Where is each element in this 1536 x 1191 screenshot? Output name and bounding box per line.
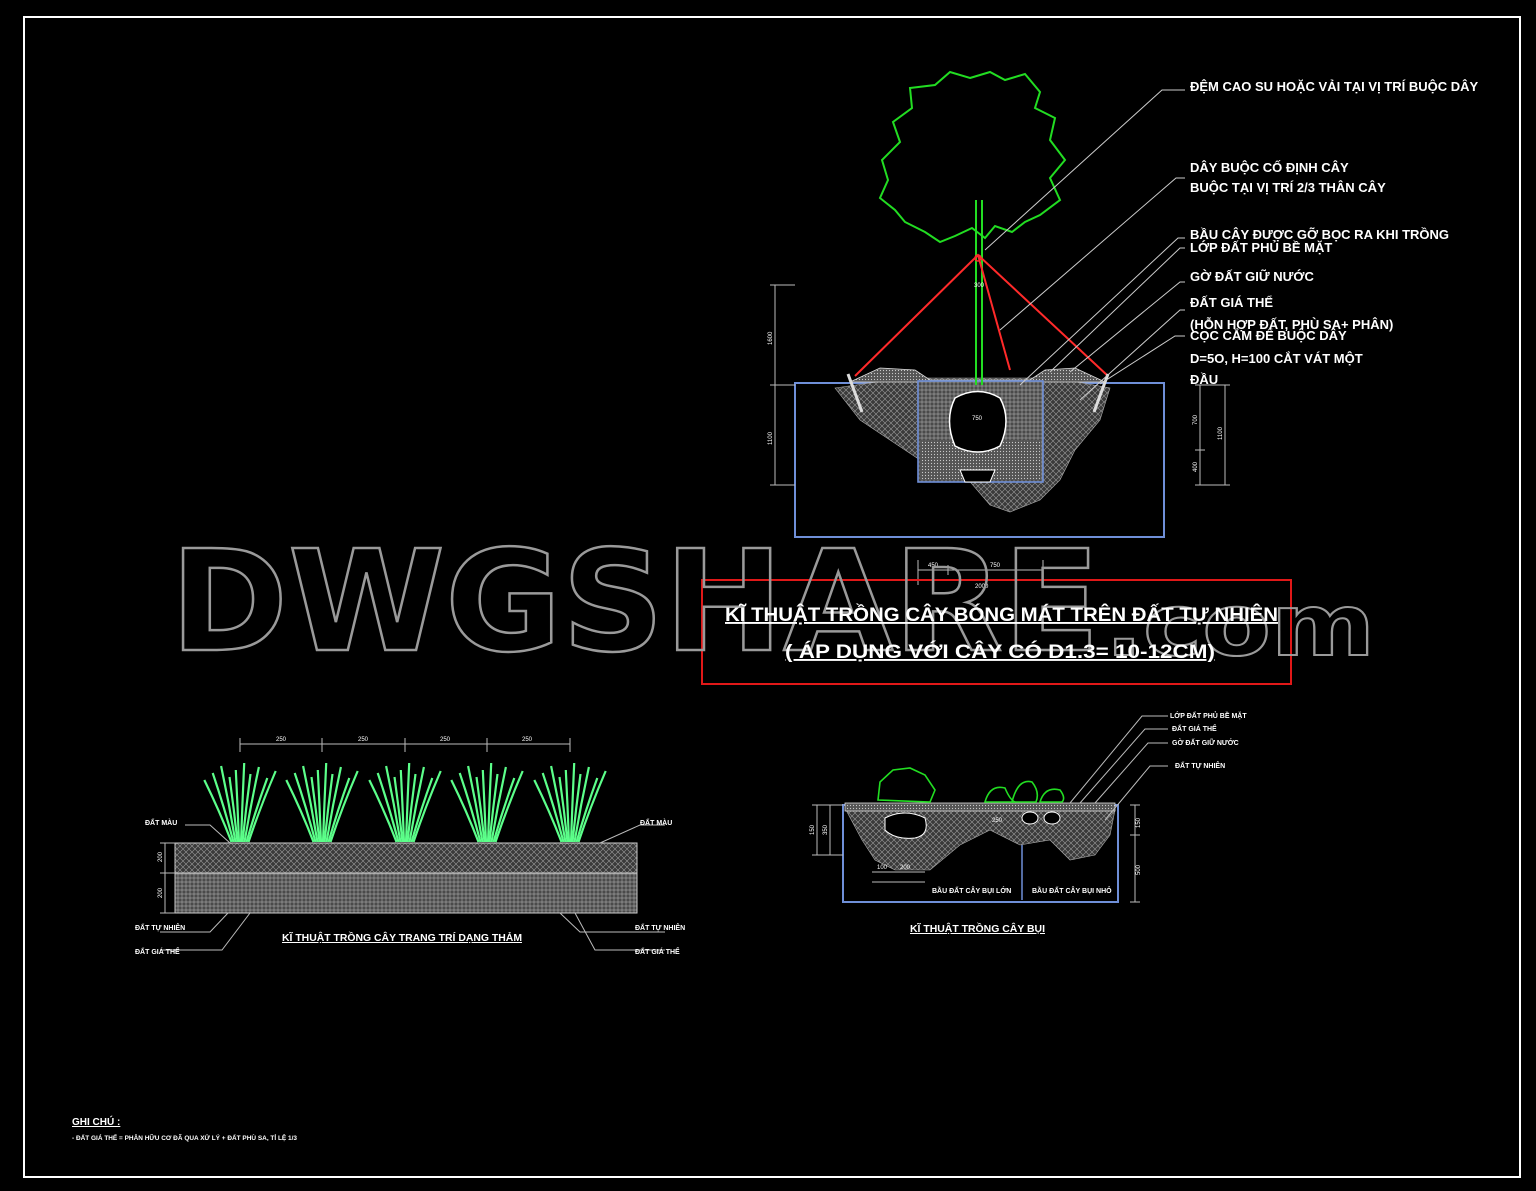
trunk-dim: 300: [974, 283, 985, 289]
carpet-label-right-b2: ĐẤT GIÁ THỂ: [635, 946, 680, 956]
shrub-label-ridge: GỜ ĐẤT GIỮ NƯỚC: [1172, 737, 1239, 747]
tree-planting-detail: 300 750 ĐỆM CAO SU HOẶC VẢI TẠI VỊ TRÍ B…: [701, 70, 1479, 685]
shrub-planting-detail: 250 100 200 150 350 150 500 LỚP ĐẤT PHỦ …: [810, 710, 1247, 935]
dim-pit-depth-a: 700: [1193, 414, 1199, 425]
shrub-label-surface: LỚP ĐẤT PHỦ BỀ MẶT: [1170, 710, 1247, 720]
dim-width-a: 450: [928, 563, 939, 569]
shrub-dim-200: 200: [900, 865, 911, 871]
carpet-plant: [533, 762, 607, 843]
dim-width-b: 750: [990, 563, 1001, 569]
dim-width-total: 2000: [975, 584, 989, 590]
label-tie-position: BUỘC TẠI VỊ TRÍ 2/3 THÂN CÂY: [1190, 180, 1386, 195]
tree-title-line2: ( ÁP DỤNG VỚI CÂY CÓ D1.3= 10-12CM): [785, 641, 1215, 663]
dim-tree-height: 1600: [768, 331, 774, 345]
label-substrate-mix: (HỖN HỢP ĐẤT, PHÙ SA+ PHÂN): [1190, 317, 1393, 332]
shrub-label-small-ball: BẦU ĐẤT CÂY BỤI NHỎ: [1032, 885, 1112, 895]
tree-leader-lines: [984, 89, 1185, 401]
shrub-label-substrate: ĐẤT GIÁ THỂ: [1172, 723, 1217, 733]
notes-heading: GHI CHÚ :: [72, 1115, 120, 1128]
small-shrub-1: [983, 786, 1016, 803]
carpet-plants: [203, 762, 607, 843]
shrub-dim-right-a: 150: [1136, 817, 1142, 828]
label-substrate: ĐẤT GIÁ THỂ: [1190, 295, 1273, 310]
label-stake-end: ĐẦU: [1190, 372, 1218, 387]
carpet-spacing-1: 250: [276, 737, 287, 743]
label-rubber-pad: ĐỆM CAO SU HOẶC VẢI TẠI VỊ TRÍ BUỘC DÂY: [1190, 79, 1479, 94]
shrub-label-large-ball: BẦU ĐẤT CÂY BỤI LỚN: [932, 885, 1011, 895]
stake-left: [846, 373, 864, 413]
carpet-dim-b: 200: [158, 887, 164, 898]
shrub-dim-right-b: 500: [1136, 864, 1142, 875]
label-root-ball: BẦU CÂY ĐƯỢC GỠ BỌC RA KHI TRỒNG: [1190, 227, 1449, 242]
carpet-label-right-b1: ĐẤT TỰ NHIÊN: [635, 922, 685, 932]
dim-pit-depth-total: 1100: [1218, 426, 1224, 440]
carpet-label-left-top: ĐẤT MÀU: [145, 817, 177, 827]
carpet-spacing-2: 250: [358, 737, 369, 743]
large-shrub: [877, 767, 936, 803]
carpet-topsoil-layer: [174, 842, 638, 874]
watermark-suffix: .com: [1105, 576, 1375, 676]
tree-title-box: [701, 579, 1292, 685]
carpet-spacing-3: 250: [440, 737, 451, 743]
watermark-main: DWGSHARE: [170, 521, 1100, 684]
carpet-title: KĨ THUẬT TRỒNG CÂY TRANG TRÍ DẠNG THẢM: [282, 931, 522, 944]
label-stake: CỌC CẮM ĐỂ BUỘC DÂY: [1190, 328, 1347, 343]
carpet-plant: [368, 762, 442, 843]
tree-canopy: [878, 70, 1067, 244]
drawing-frame: [23, 16, 1521, 1178]
watermark: DWGSHARE .com: [169, 520, 1376, 686]
carpet-dim-a: 200: [158, 851, 164, 862]
shrub-dim-250: 250: [992, 818, 1003, 824]
carpet-plant: [203, 762, 277, 843]
tree-title-line1: KĨ THUẬT TRỒNG CÂY BÓNG MÁT TRÊN ĐẤT TỰ …: [725, 604, 1278, 626]
soil-mound: [849, 367, 1106, 383]
carpet-substrate-layer: [174, 872, 638, 914]
notes-block: GHI CHÚ : - ĐẤT GIÁ THỂ = PHÂN HỮU CƠ ĐÃ…: [72, 1115, 298, 1142]
shrub-dim-left-b: 350: [823, 824, 829, 835]
label-water-ridge: GỜ ĐẤT GIỮ NƯỚC: [1190, 269, 1315, 284]
dim-pit-depth-left: 1100: [768, 431, 774, 445]
shrub-title: KĨ THUẬT TRỒNG CÂY BỤI: [910, 922, 1045, 935]
carpet-plant: [285, 762, 359, 843]
carpet-label-left-b2: ĐẤT GIÁ THỂ: [135, 946, 180, 956]
label-stake-size: D=5O, H=100 CẮT VÁT MỘT: [1190, 351, 1363, 366]
dim-pit-depth-b: 400: [1193, 461, 1199, 472]
carpet-planting-detail: 250 250 250 250 200 200 ĐẤT MÀU ĐẤT MÀU …: [135, 737, 685, 956]
shrub-dim-100: 100: [877, 865, 888, 871]
label-surface-layer: LỚP ĐẤT PHỦ BỀ MẶT: [1190, 240, 1332, 255]
label-tie-rope: DÂY BUỘC CỐ ĐỊNH CÂY: [1190, 160, 1349, 175]
carpet-label-right-top: ĐẤT MÀU: [640, 817, 672, 827]
shrub-dim-left-a: 150: [810, 824, 816, 835]
small-shrub-2: [1010, 780, 1039, 803]
notes-line: - ĐẤT GIÁ THỂ = PHÂN HỮU CƠ ĐÃ QUA XỬ LÝ…: [72, 1134, 298, 1142]
small-shrub-3: [1038, 788, 1065, 803]
carpet-label-left-b1: ĐẤT TỰ NHIÊN: [135, 922, 185, 932]
carpet-spacing-4: 250: [522, 737, 533, 743]
root-ball-dim: 750: [972, 416, 983, 422]
shrub-label-natural: ĐẤT TỰ NHIÊN: [1175, 760, 1225, 770]
carpet-plant: [450, 762, 524, 843]
